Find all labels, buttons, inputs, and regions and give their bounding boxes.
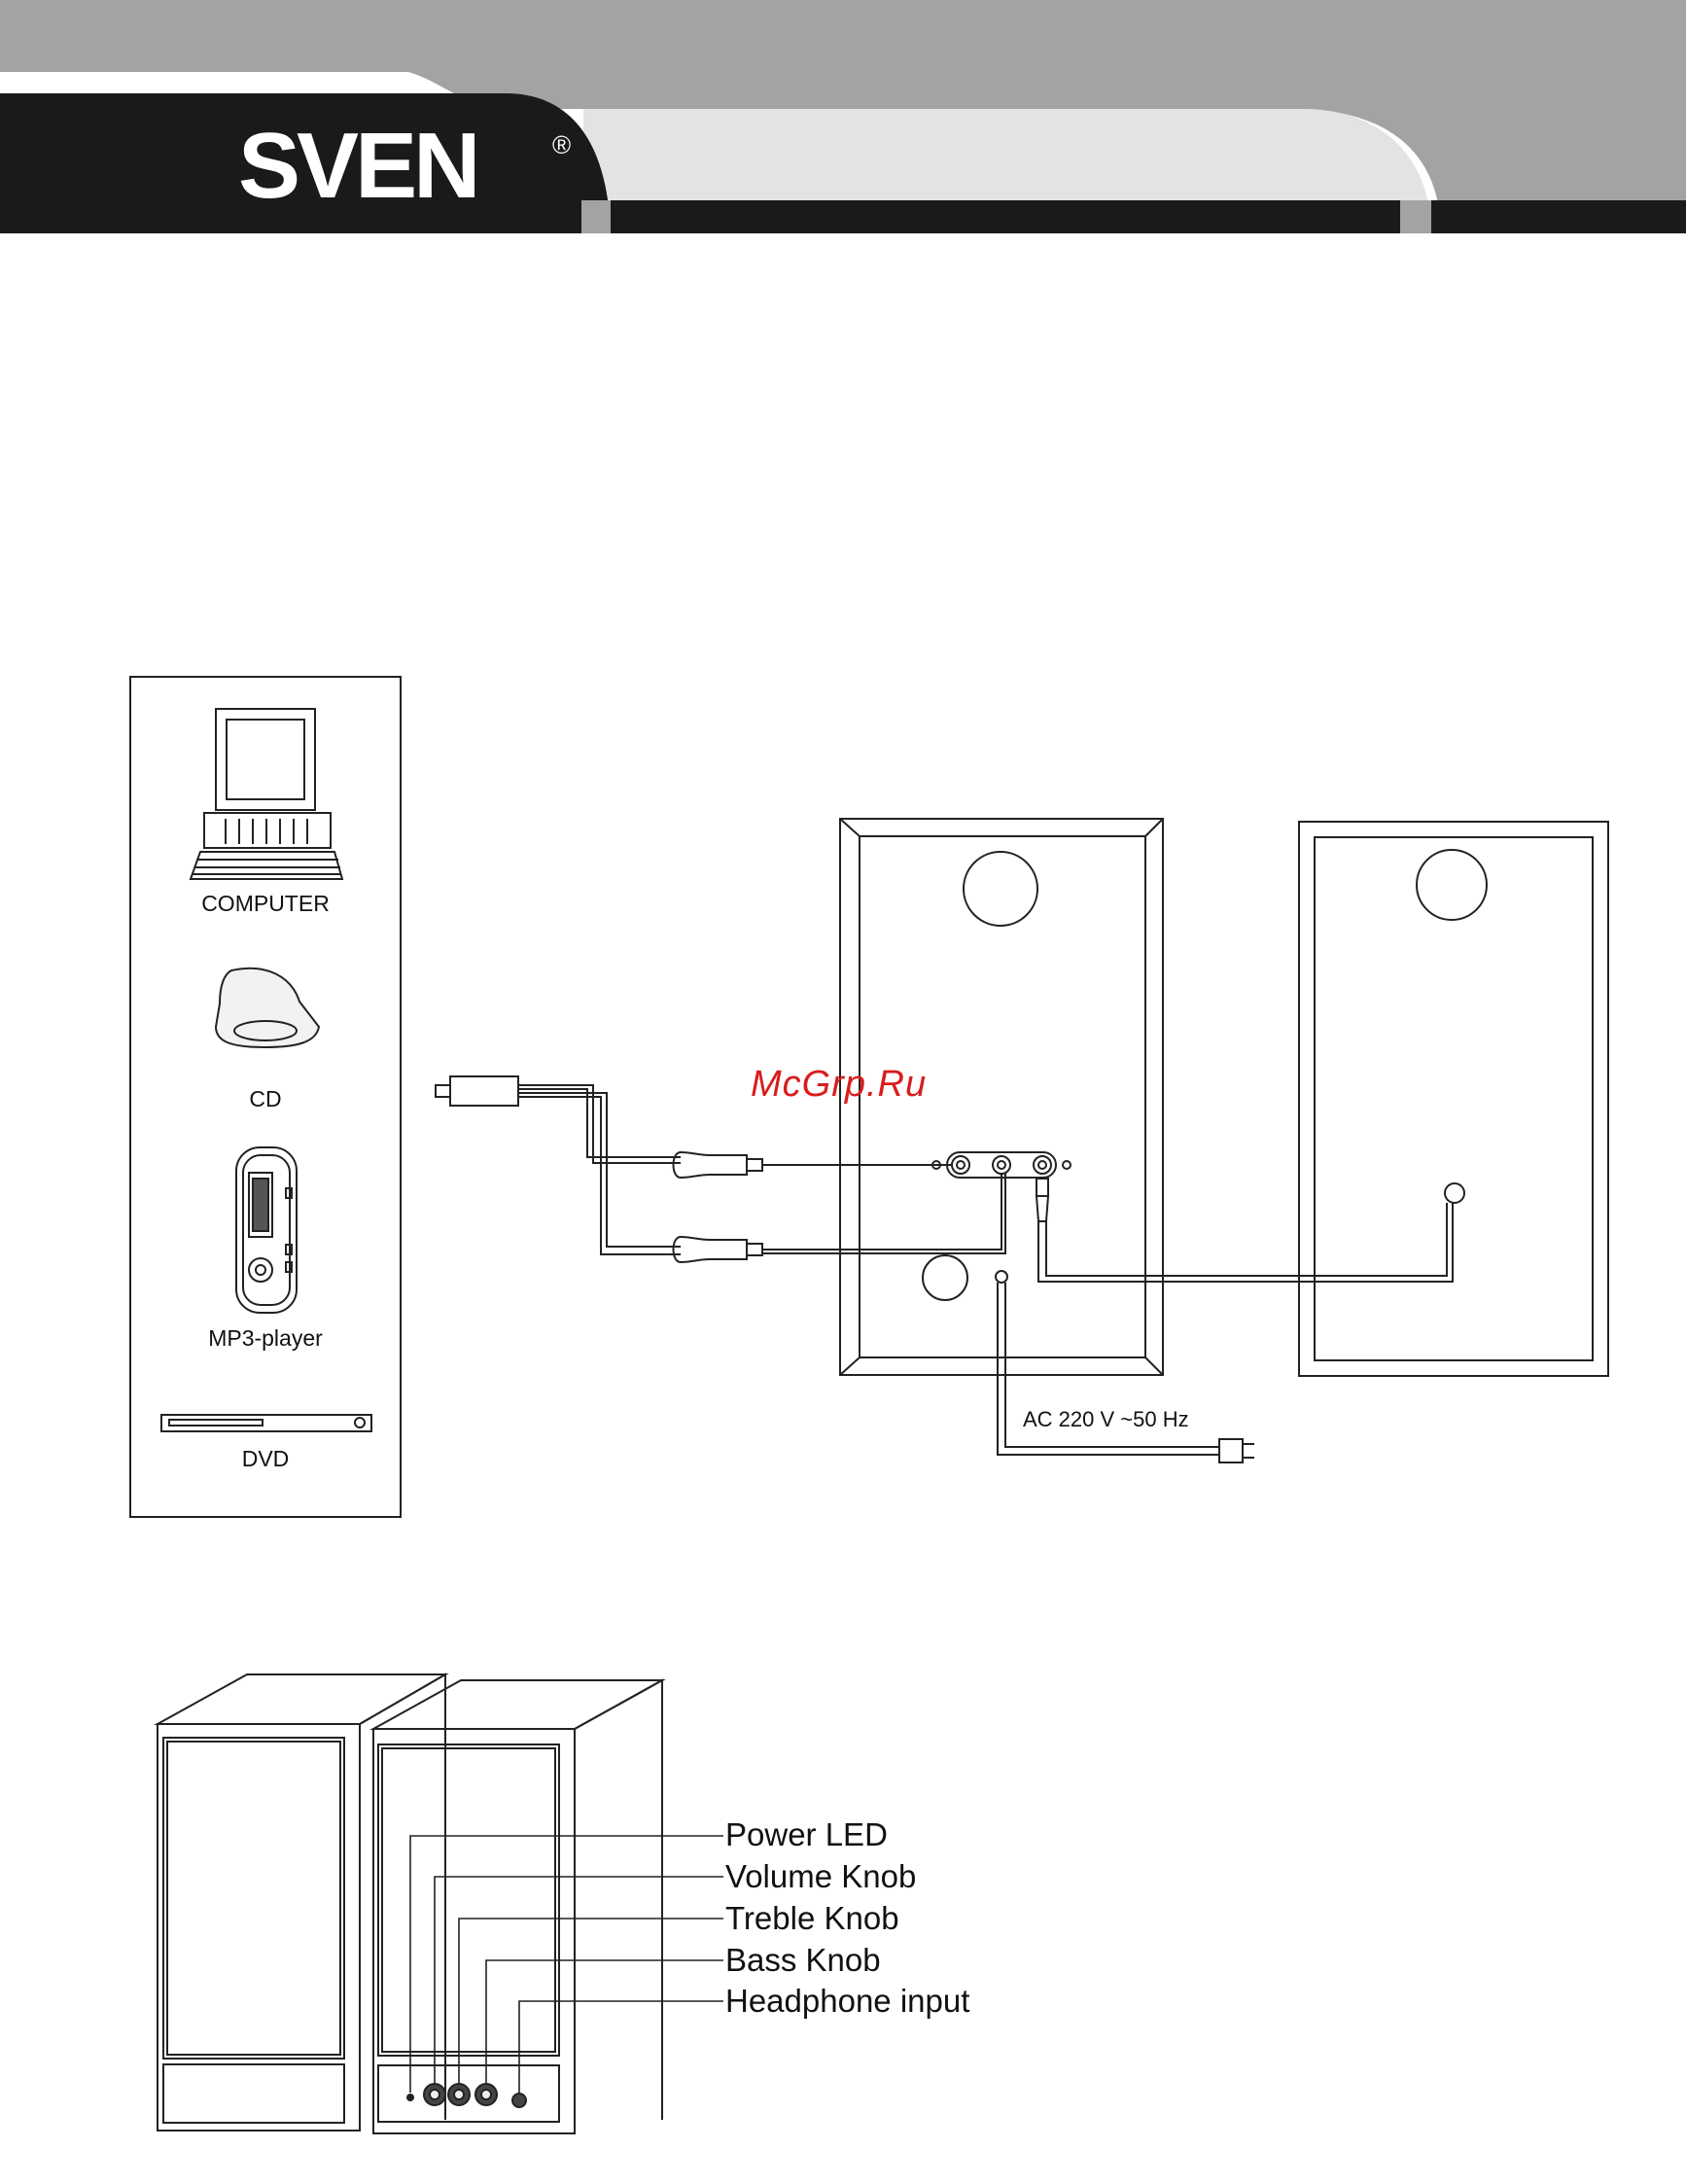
callout-volume-knob: Volume Knob [725, 1858, 916, 1894]
rca-input-left [952, 1156, 969, 1174]
speaker-output-jack [1034, 1156, 1051, 1174]
passive-bass-reflex-port [1417, 850, 1487, 920]
left-speaker-grille [163, 1738, 344, 2059]
speaker-interconnect-cable [1036, 1179, 1453, 1282]
callout-headphone-input: Headphone input [725, 1983, 969, 2019]
header-underline-bar [611, 200, 1686, 233]
power-cord [998, 1283, 1254, 1462]
brand-logo: SVEN [238, 114, 476, 218]
source-label-computer: COMPUTER [201, 891, 330, 916]
lower-port [923, 1255, 967, 1300]
watermark: McGrp.Ru [751, 1064, 927, 1105]
rca-input-right [993, 1156, 1010, 1174]
rca-plug-right [674, 1237, 748, 1262]
left-speaker-front [158, 1674, 445, 2131]
connection-diagram [436, 819, 1608, 1462]
right-speaker-grille [378, 1744, 559, 2056]
bass-reflex-port [964, 852, 1037, 926]
power-cord-entry [996, 1271, 1007, 1283]
callout-bass-knob: Bass Knob [725, 1942, 881, 1978]
dvd-player-icon [161, 1415, 371, 1431]
power-plug [1219, 1439, 1243, 1462]
cd-player-icon [216, 969, 319, 1047]
power-spec-label: AC 220 V ~50 Hz [1023, 1407, 1189, 1431]
source-label-cd: CD [249, 1086, 281, 1111]
source-label-mp3-player: MP3-player [208, 1325, 323, 1351]
right-speaker-front [373, 1680, 662, 2133]
rca-plug-left [674, 1152, 748, 1178]
mini-jack-plug [450, 1076, 518, 1106]
header-banner: SVEN ® [0, 0, 1686, 233]
callout-power-led: Power LED [725, 1816, 888, 1852]
power-led [407, 2095, 413, 2100]
speakers-front-view [158, 1674, 723, 2133]
mp3-player-icon [236, 1147, 297, 1313]
headphone-jack [512, 2094, 526, 2107]
sources-panel: COMPUTER CD MP3-player DVD [130, 677, 401, 1517]
callout-treble-knob: Treble Knob [725, 1900, 899, 1936]
registered-mark: ® [552, 130, 571, 159]
passive-speaker-input [1445, 1183, 1464, 1203]
passive-speaker-rear [1299, 822, 1608, 1376]
source-label-dvd: DVD [242, 1446, 290, 1471]
computer-icon [191, 709, 342, 879]
header-light-band [583, 109, 1429, 209]
